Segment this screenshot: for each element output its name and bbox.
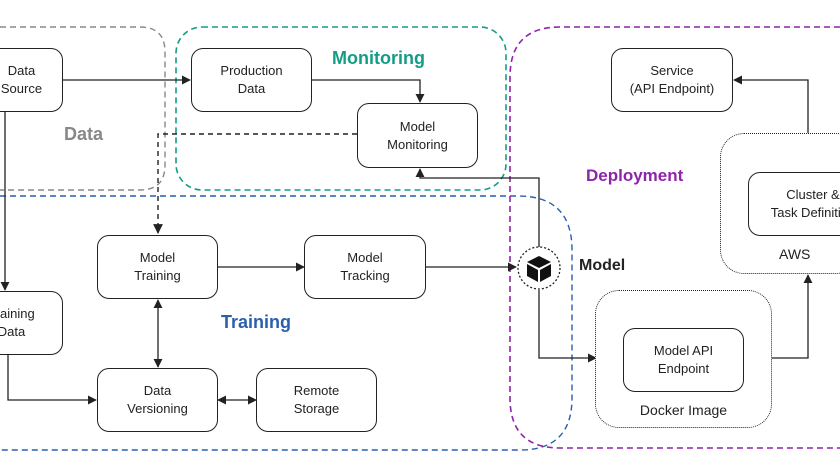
- node-model-tracking: Model Tracking: [304, 235, 426, 299]
- node-training-data: Training Data: [0, 291, 63, 355]
- edge-model-docker: [538, 290, 597, 363]
- node-service: Service (API Endpoint): [611, 48, 733, 112]
- data-group-boundary: [0, 26, 166, 191]
- node-cluster-task-definition: Cluster & Task Definition: [748, 172, 840, 236]
- group-label-training: Training: [221, 312, 292, 332]
- aws-label: AWS: [779, 246, 811, 262]
- edge-monitoring-training: [153, 133, 357, 234]
- node-model-api-endpoint: Model API Endpoint: [623, 328, 744, 392]
- group-label-data: Data: [64, 124, 104, 144]
- node-production-data: Production Data: [191, 48, 312, 112]
- node-model-monitoring: Model Monitoring: [357, 103, 478, 168]
- node-data-source: Data Source: [0, 48, 63, 112]
- node-data-versioning: Data Versioning: [97, 368, 218, 432]
- cube-icon: [527, 256, 551, 282]
- edge-trainingdata-versioning: [7, 355, 97, 405]
- monitoring-group-boundary: [175, 26, 507, 191]
- edge-docker-aws: [771, 274, 813, 359]
- docker-label: Docker Image: [639, 402, 728, 418]
- group-label-monitoring: Monitoring: [332, 48, 425, 68]
- node-model-training: Model Training: [97, 235, 218, 299]
- edge-aws-service: [733, 75, 809, 133]
- edge-productiondata-monitoring: [312, 79, 425, 103]
- node-remote-storage: Remote Storage: [256, 368, 377, 432]
- deployment-group-boundary: [509, 26, 840, 449]
- edge-model-monitoring: [415, 168, 540, 248]
- group-label-deployment: Deployment: [586, 166, 684, 185]
- model-label: Model: [579, 257, 626, 274]
